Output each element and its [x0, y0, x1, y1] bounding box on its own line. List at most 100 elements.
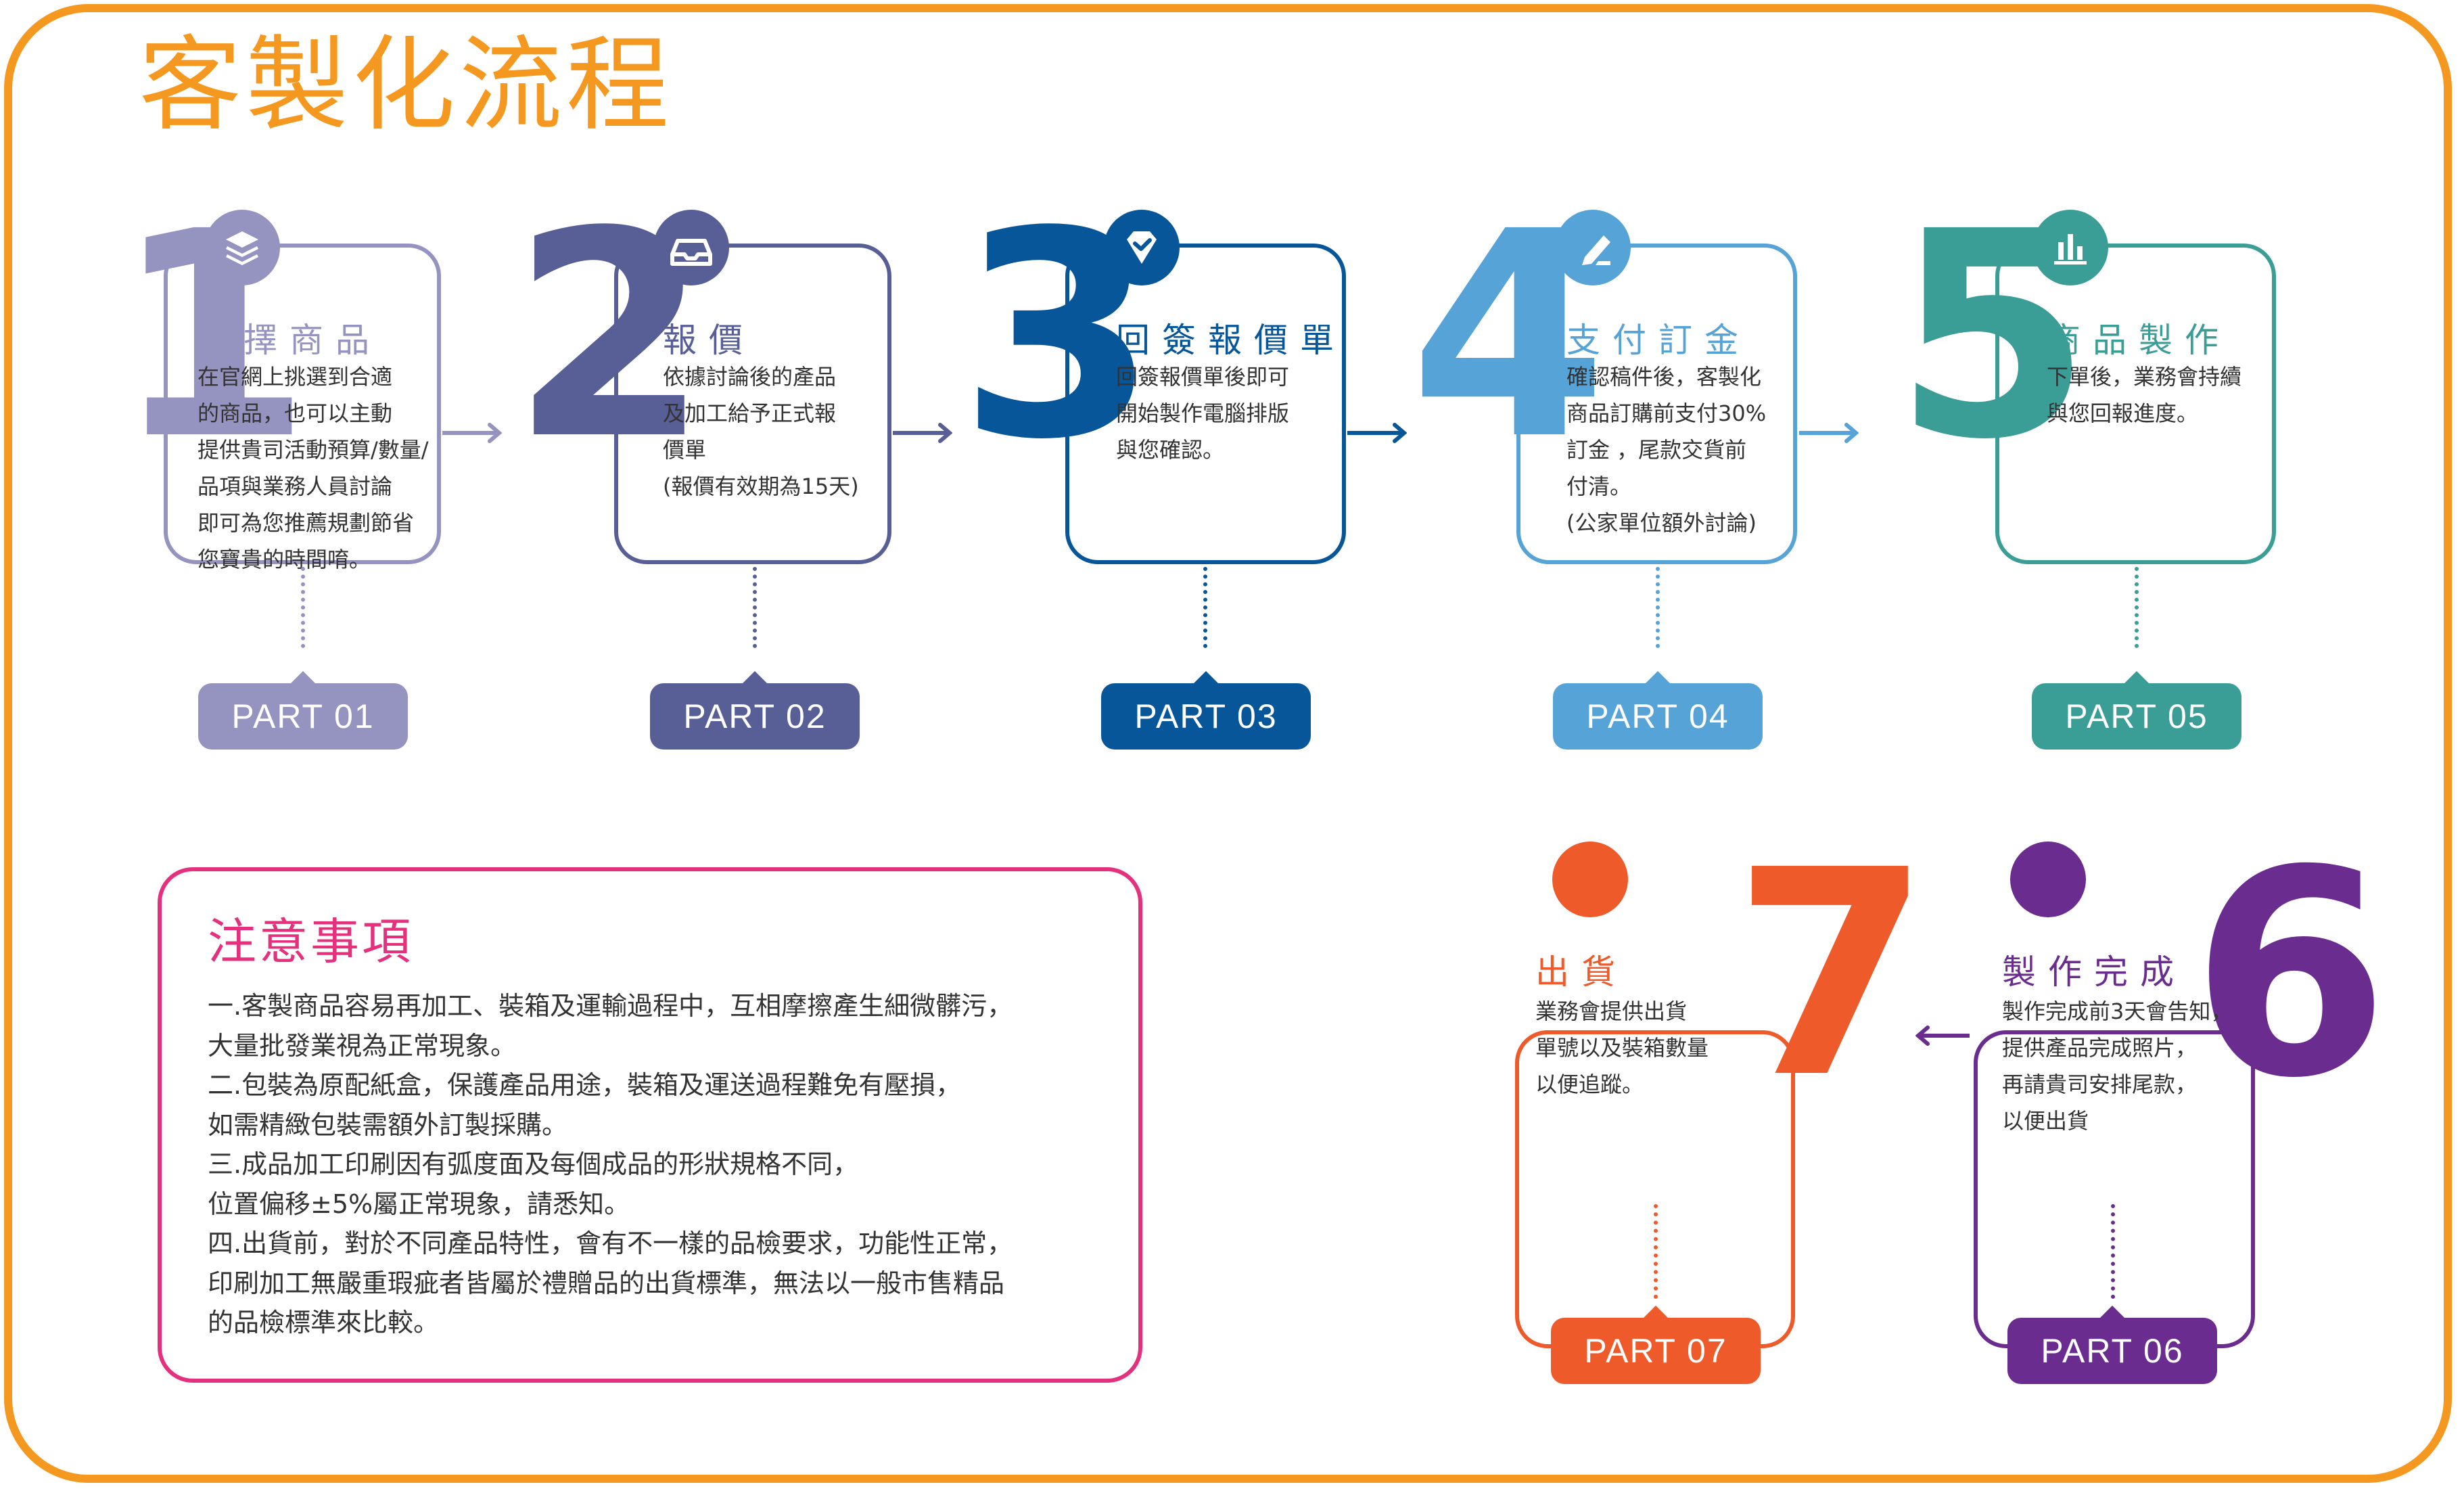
- step-card-3: [1065, 244, 1346, 564]
- step-description-line: 以便出貨: [2002, 1108, 2089, 1134]
- step-title-7: 出貨: [1535, 952, 1627, 992]
- notes-line: 的品檢標準來比較。: [208, 1308, 440, 1337]
- dotted-connector-2: [753, 567, 757, 648]
- badge-notch: [2124, 671, 2149, 683]
- badge-notch: [743, 671, 767, 683]
- dotted-connector-6: [2111, 1204, 2115, 1299]
- step-title-5: 商品製作: [2047, 321, 2231, 360]
- part-badge-2: PART 02: [650, 671, 860, 750]
- step-description-line: 價單: [663, 437, 707, 463]
- notes-line: 二.包裝為原配紙盒，保護產品用途，裝箱及運送過程難免有壓損，: [208, 1070, 962, 1100]
- step-description-line: 付清。: [1566, 474, 1632, 499]
- step-description-line: 與您確認。: [1116, 437, 1225, 463]
- step-description-line: 再請貴司安排尾款，: [2002, 1072, 2198, 1097]
- part-label: PART 04: [1586, 697, 1729, 735]
- inbox-tray-icon: [653, 210, 729, 285]
- step-description-line: 依據討論後的產品: [663, 364, 837, 390]
- badge-notch: [291, 671, 315, 683]
- part-badge-6: PART 06: [2007, 1306, 2217, 1384]
- badge-notch: [1644, 1306, 1668, 1318]
- part-label: PART 03: [1134, 697, 1278, 735]
- notes-line: 如需精緻包裝需額外訂製採購。: [208, 1109, 568, 1140]
- step-title-3: 回簽報價單: [1116, 321, 1346, 360]
- step-description-1: 在官網上挑選到合適的商品，也可以主動提供貴司活動預算/數量/品項與業務人員討論即…: [197, 359, 429, 578]
- step-card-1: [164, 244, 441, 564]
- step-dot-marker-6: [2010, 842, 2086, 917]
- step-description-line: 製作完成前3天會告知，: [2002, 998, 2233, 1024]
- step-title-2: 報價: [663, 321, 755, 360]
- step-description-line: 以便追蹤。: [1535, 1072, 1644, 1097]
- step-description-6: 製作完成前3天會告知， 提供產品完成照片， 再請貴司安排尾款， 以便出貨: [2002, 993, 2232, 1139]
- part-badge-5: PART 05: [2032, 671, 2241, 750]
- outer-frame: [4, 4, 2452, 1483]
- step-description-line: 開始製作電腦排版: [1116, 400, 1290, 426]
- step-description-4: 確認稿件後，客製化商品訂購前支付30% 訂金 ，尾款交貨前付清。 (公家單位額外討論…: [1566, 359, 1766, 541]
- step-description-line: (公家單位額外討論): [1566, 510, 1757, 536]
- step-description-line: 回簽報價單後即可: [1116, 364, 1290, 390]
- step-description-line: 單號以及裝箱數量: [1535, 1035, 1709, 1061]
- step-title-1: 選擇商品: [197, 321, 381, 360]
- dotted-connector-1: [301, 567, 305, 648]
- step-description-line: 商品訂購前支付30%: [1566, 400, 1767, 426]
- step-description-line: 業務會提供出貨: [1535, 998, 1688, 1024]
- notes-line: 三.成品加工印刷因有弧度面及每個成品的形狀規格不同，: [208, 1149, 859, 1179]
- part-label: PART 07: [1584, 1332, 1727, 1370]
- part-label: PART 06: [2041, 1332, 2184, 1370]
- part-label: PART 05: [2065, 697, 2208, 735]
- notes-line: 大量批發業視為正常現象。: [208, 1030, 517, 1061]
- step-dot-marker-7: [1552, 842, 1628, 917]
- notes-title: 注意事項: [208, 913, 414, 970]
- flow-arrow-3: [1347, 423, 1407, 443]
- step-description-line: (報價有效期為15天): [663, 474, 859, 499]
- part-badge-4: PART 04: [1553, 671, 1763, 750]
- step-description-line: 與您回報進度。: [2047, 400, 2199, 426]
- dotted-connector-3: [1203, 567, 1207, 648]
- step-title-4: 支付訂金: [1566, 321, 1750, 360]
- step-description-line: 訂金 ，尾款交貨前: [1566, 437, 1747, 463]
- step-description-line: 在官網上挑選到合適: [197, 364, 393, 390]
- step-card-2: [614, 244, 891, 564]
- page-title: 客製化流程: [139, 25, 673, 145]
- diamond-check-icon: [1104, 210, 1180, 285]
- step-description-line: 即可為您推薦規劃節省: [197, 510, 415, 536]
- part-badge-1: PART 01: [198, 671, 408, 750]
- step-description-line: 您寶貴的時間唷。: [197, 547, 371, 572]
- badge-notch: [1194, 671, 1218, 683]
- step-card-5: [1995, 244, 2276, 564]
- dotted-connector-5: [2135, 567, 2139, 648]
- part-label: PART 01: [231, 697, 375, 735]
- step-number-6: 6: [2191, 810, 2389, 1141]
- badge-notch: [1646, 671, 1670, 683]
- step-description-line: 品項與業務人員討論: [197, 474, 393, 499]
- flow-arrow-4: [1799, 423, 1859, 443]
- step-description-line: 及加工給予正式報: [663, 400, 837, 426]
- step-description-7: 業務會提供出貨單號以及裝箱數量以便追蹤。: [1535, 993, 1708, 1103]
- part-badge-7: PART 07: [1551, 1306, 1761, 1384]
- step-description-line: 提供貴司活動預算/數量/: [197, 437, 429, 463]
- notes-line: 位置偏移±5%屬正常現象，請悉知。: [208, 1189, 630, 1219]
- step-description-line: 確認稿件後，客製化: [1566, 364, 1762, 390]
- edit-pen-icon: [1555, 210, 1631, 285]
- step-description-2: 依據討論後的產品及加工給予正式報價單 (報價有效期為15天): [663, 359, 859, 505]
- part-label: PART 02: [683, 697, 827, 735]
- badge-notch: [2100, 1306, 2124, 1318]
- step-card-4: [1516, 244, 1797, 564]
- notes-lines: 一.客製商品容易再加工、裝箱及運輸過程中，互相摩擦產生細微髒污， 大量批發業視為…: [208, 986, 1013, 1343]
- notes-box: 注意事項 一.客製商品容易再加工、裝箱及運輸過程中，互相摩擦產生細微髒污， 大量…: [158, 867, 1142, 1383]
- step-title-6: 製作完成: [2002, 952, 2186, 992]
- step-number-7: 7: [1733, 810, 1930, 1141]
- notes-line: 印刷加工無嚴重瑕疵者皆屬於禮贈品的出貨標準，無法以一般市售精品: [208, 1268, 1005, 1298]
- step-description-line: 下單後，業務會持續: [2047, 364, 2242, 390]
- flow-arrow-2: [893, 423, 952, 443]
- dotted-connector-7: [1654, 1204, 1658, 1299]
- step-description-5: 下單後，業務會持續與您回報進度。: [2047, 359, 2241, 432]
- bar-chart-icon: [2032, 210, 2108, 285]
- flow-arrow-1: [442, 423, 502, 443]
- flow-arrow-6: [1915, 1026, 1970, 1046]
- step-description-line: 提供產品完成照片，: [2002, 1035, 2198, 1061]
- dotted-connector-4: [1656, 567, 1660, 648]
- layers-icon: [204, 210, 280, 285]
- part-badge-3: PART 03: [1101, 671, 1311, 750]
- step-description-line: 的商品，也可以主動: [197, 400, 393, 426]
